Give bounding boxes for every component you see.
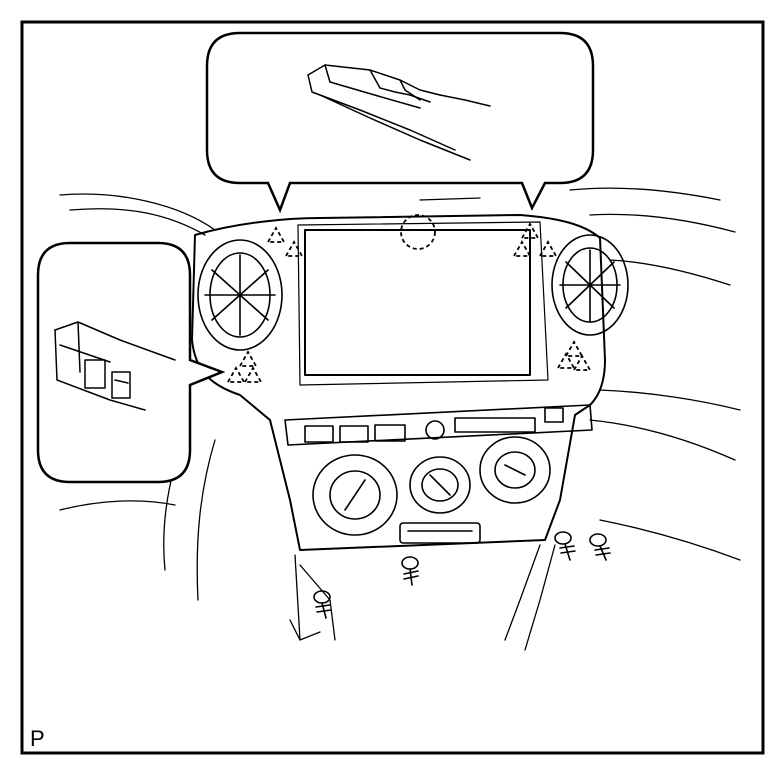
dashboard-outline	[59, 187, 741, 601]
screw-lower-left	[313, 590, 332, 619]
screw-right-2	[589, 533, 611, 561]
clip-marker-top-right-b	[512, 240, 532, 257]
clip-marker-left-c	[238, 350, 258, 367]
left-air-vent	[197, 239, 283, 351]
clip-detail-sketch-left	[54, 321, 176, 411]
center-climate-knob	[409, 456, 471, 514]
top-detail-callout	[205, 31, 595, 214]
display-screen	[304, 229, 531, 376]
lower-slot	[399, 522, 481, 544]
clip-detail-sketch-top	[307, 64, 491, 161]
clip-marker-top-left-a	[266, 226, 286, 243]
clip-marker-left-a	[226, 366, 246, 383]
control-button-row	[284, 404, 593, 446]
right-air-vent	[551, 234, 629, 336]
right-climate-knob	[479, 436, 551, 504]
clip-marker-right-c	[564, 340, 584, 357]
clip-marker-right-b	[572, 354, 592, 371]
clip-marker-left-b	[243, 366, 263, 383]
clip-marker-top-right-c	[538, 240, 558, 257]
lower-console	[289, 544, 556, 651]
left-detail-callout	[36, 241, 226, 484]
clip-marker-right-a	[556, 352, 576, 369]
screw-center	[401, 556, 419, 586]
clip-marker-top-left-b	[284, 240, 304, 257]
screw-right-1	[554, 531, 576, 561]
corner-label: P	[30, 726, 45, 751]
left-climate-knob	[312, 454, 398, 536]
claw-marker-top-center	[400, 214, 436, 250]
center-cluster-panel	[191, 214, 606, 551]
clip-markers	[226, 214, 592, 383]
clip-marker-top-right-a	[520, 222, 540, 239]
